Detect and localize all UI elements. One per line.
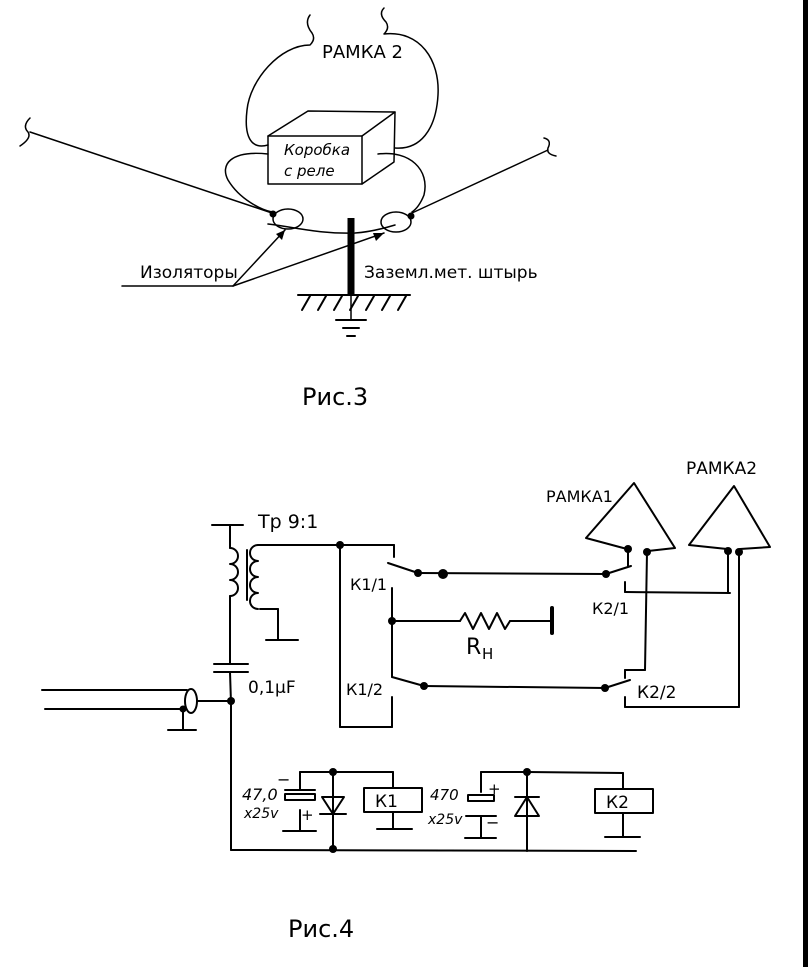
frame2-label: РАМКА 2 xyxy=(322,42,403,63)
resistor-subscript: H xyxy=(482,645,493,663)
frame1-antenna xyxy=(585,482,676,552)
right-antenna-end xyxy=(543,137,557,157)
transformer-secondary xyxy=(249,544,259,610)
box-left-wire xyxy=(224,152,273,213)
cap2-value: 470 xyxy=(430,786,459,804)
figure4-caption: Рис.4 xyxy=(288,915,354,943)
cap2-plus: + xyxy=(488,780,501,798)
cap2-minus: − xyxy=(486,813,499,832)
electrolytic-capacitor-1 xyxy=(284,793,316,801)
relay-contact-k2-1: К2/1 xyxy=(592,599,629,618)
switch-k2-1 xyxy=(605,565,632,575)
cap1-voltage: x25v xyxy=(243,806,279,822)
frame2-loop-wire xyxy=(245,14,315,147)
coax-connector xyxy=(184,688,198,714)
relay-box: Коробка с реле xyxy=(267,110,396,185)
cap2-voltage: x25v xyxy=(427,812,463,828)
relay-contact-k2-2: К2/2 xyxy=(637,683,676,703)
relay-contact-k1-1: К1/1 xyxy=(350,575,387,594)
switch-k1-1 xyxy=(387,562,419,574)
left-antenna-end xyxy=(19,117,31,147)
left-insulator xyxy=(272,208,304,230)
box-label-line2: с реле xyxy=(284,162,335,180)
diode-2 xyxy=(514,796,540,817)
transformer-primary xyxy=(229,547,239,597)
load-resistor xyxy=(459,612,511,630)
figure3-caption: Рис.3 xyxy=(302,383,368,411)
insulators-label: Изоляторы xyxy=(140,263,238,283)
frame2-loop-wire-right xyxy=(380,7,439,149)
frame2-antenna xyxy=(688,485,771,550)
cap1-plus: + xyxy=(301,806,314,824)
frame2-label: РАМКА2 xyxy=(686,459,757,479)
insulator-arrow-left xyxy=(232,229,286,287)
box-label-line1: Коробка xyxy=(284,141,350,159)
relay-contact-k1-2: К1/2 xyxy=(346,680,383,699)
right-antenna-wire xyxy=(411,149,549,214)
frame1-label: РАМКА1 xyxy=(546,487,613,506)
switch-k1-2 xyxy=(391,676,425,687)
relay1-label: К1 xyxy=(375,792,398,812)
diode-1 xyxy=(321,796,345,815)
ground-rod-label: Заземл.мет. штырь xyxy=(364,263,538,283)
insulator-arrow-right xyxy=(232,232,385,287)
cap1-minus: − xyxy=(277,770,290,789)
transformer-label: Тр 9:1 xyxy=(257,511,318,533)
box-right-wire xyxy=(377,152,426,213)
capacitor-label: 0,1μF xyxy=(248,678,296,698)
switch-k2-2 xyxy=(604,679,631,689)
relay2-label: К2 xyxy=(606,793,629,813)
electrolytic-capacitor-2 xyxy=(467,794,495,802)
left-antenna-wire xyxy=(29,131,273,214)
right-insulator xyxy=(380,211,412,233)
resistor-label: R xyxy=(466,635,481,660)
scan-edge-bar xyxy=(803,0,808,967)
figure-4: Тр 9:1 0,1μF К1/1 xyxy=(41,459,771,943)
figure-3: РАМКА 2 Коробка с реле xyxy=(19,7,557,411)
cap1-value: 47,0 xyxy=(242,785,278,804)
